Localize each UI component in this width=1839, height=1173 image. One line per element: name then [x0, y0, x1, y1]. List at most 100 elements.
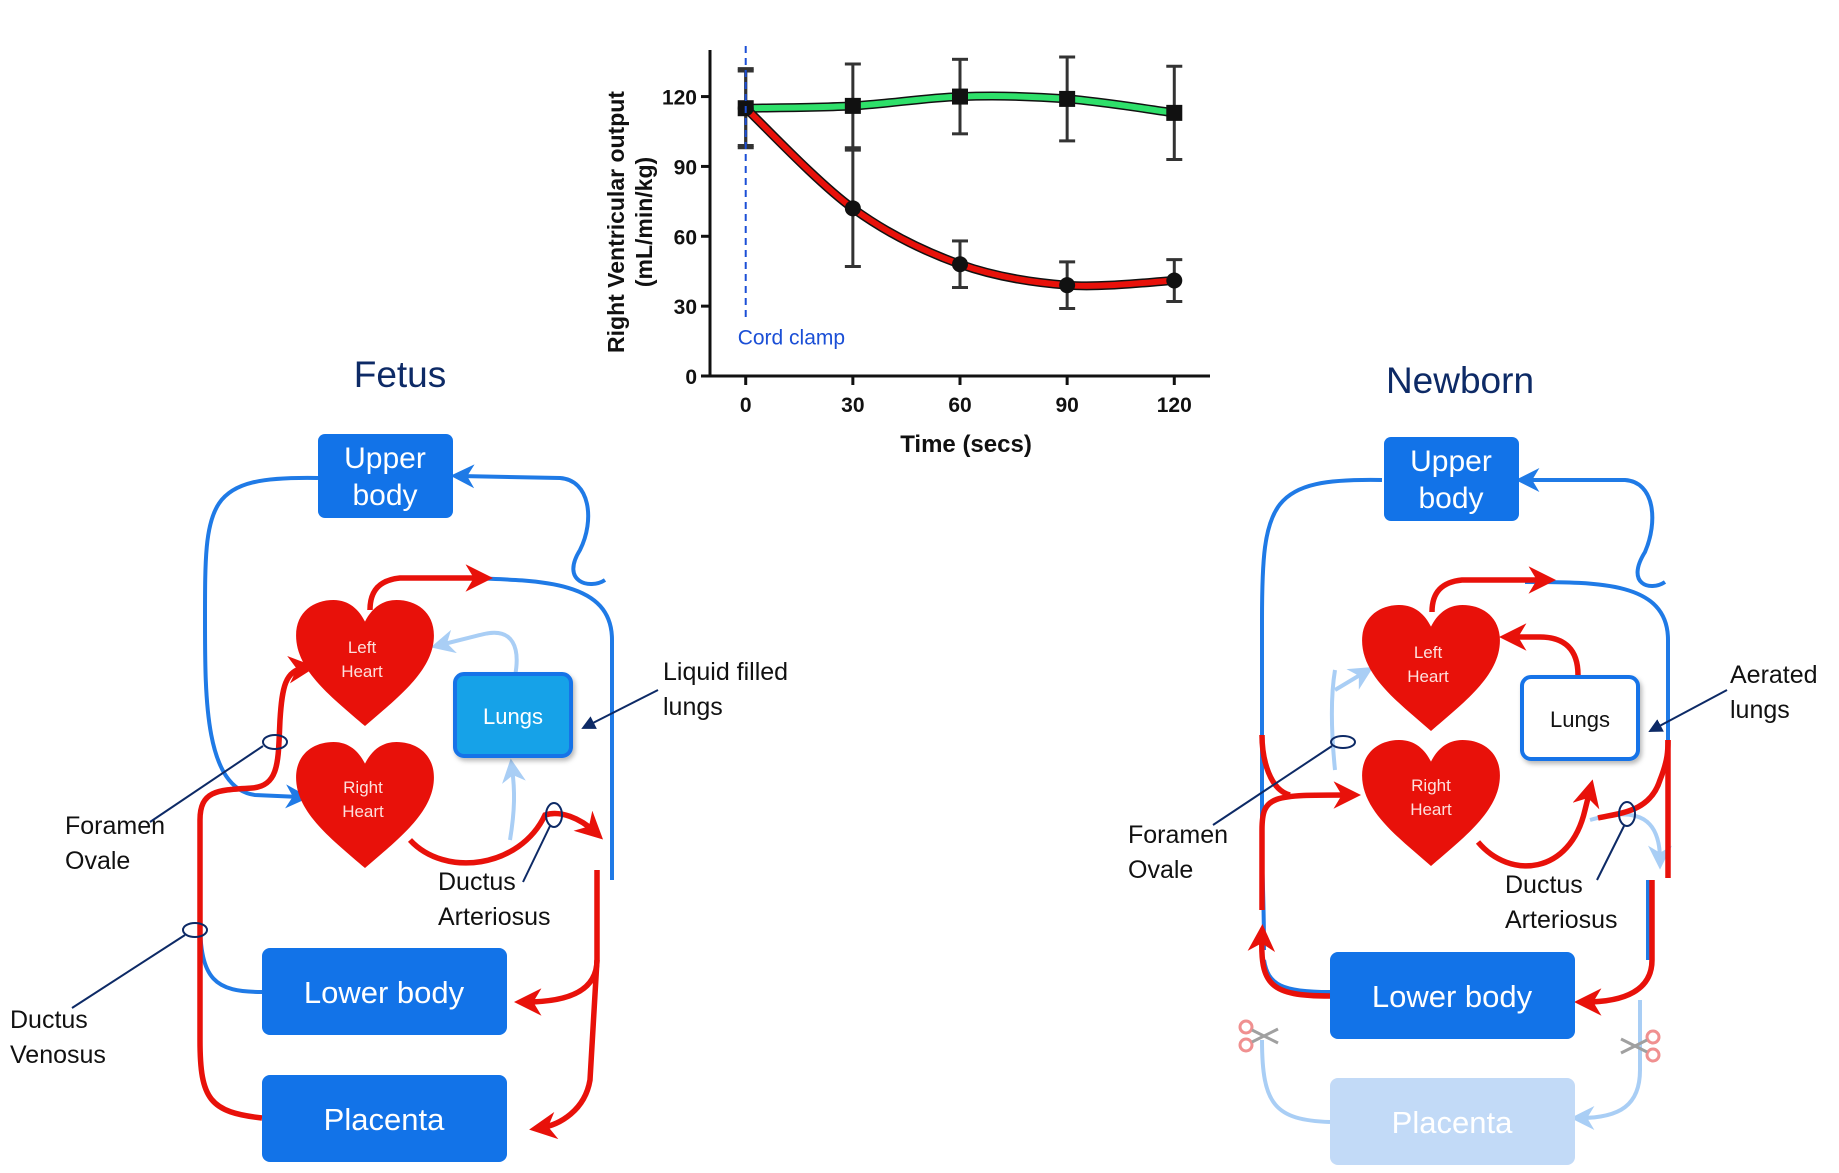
svg-text:Lower body: Lower body [1372, 979, 1533, 1014]
newborn-descending-red-path [1574, 880, 1655, 1016]
svg-text:Placenta: Placenta [324, 1102, 445, 1137]
fetus-ductus-arteriosus-marker [545, 802, 563, 828]
data-point [844, 97, 861, 114]
chart-axes: 0 30 60 90 120 0 30 60 90 120 [662, 50, 1210, 417]
newborn-upper-body-box: Upper body [1384, 437, 1519, 521]
fetus-ductus-arteriosus-label: Ductus [438, 868, 516, 896]
svg-text:body: body [1418, 482, 1483, 515]
fetus-foramen-ovale-marker [262, 734, 288, 750]
fetus-placenta-return-path [197, 655, 316, 1121]
y-tick-label: 120 [662, 87, 697, 110]
newborn-upper-return-path [1260, 477, 1383, 951]
fetus-right-heart: Right Heart [296, 742, 434, 869]
y-tick-label: 90 [674, 156, 697, 179]
x-tick-label: 60 [948, 394, 971, 417]
newborn-foramen-ovale-label: Foramen [1128, 821, 1228, 849]
fetus-lower-return-path [198, 919, 263, 994]
fetus-lung-paths [430, 629, 526, 841]
newborn-placenta-box: Placenta [1330, 1078, 1575, 1165]
newborn-oxygenated-paths [1247, 566, 1671, 1016]
fetus-left-heart: Left Heart [296, 600, 434, 727]
x-tick-label: 120 [1157, 394, 1192, 417]
fetus-labels: Liquid filled lungs Foramen Ovale Ductus… [10, 658, 788, 1069]
newborn-diagram: Newborn [1128, 360, 1818, 1165]
data-point [952, 88, 968, 105]
fetus-lower-body-box: Lower body [262, 948, 507, 1035]
fetus-ductus-arteriosus-path [407, 810, 604, 866]
fetus-lungs-label: Liquid filled [663, 658, 788, 686]
newborn-foramen-faded [1333, 667, 1374, 692]
svg-text:Ovale: Ovale [1128, 856, 1193, 884]
chart-xlabel: Time (secs) [900, 431, 1032, 458]
newborn-pulmonary-artery-path [1475, 779, 1600, 869]
svg-text:Arteriosus: Arteriosus [438, 903, 551, 931]
data-point [952, 256, 968, 273]
chart-ylabel-units: (mL/min/kg) [631, 157, 657, 287]
y-tick-label: 30 [674, 296, 697, 319]
svg-text:Venosus: Venosus [10, 1041, 106, 1069]
svg-text:Left: Left [348, 638, 377, 657]
x-tick-label: 90 [1055, 394, 1078, 417]
fetus-oxygenated-paths [197, 564, 604, 1140]
newborn-lower-body-box: Lower body [1330, 952, 1575, 1039]
newborn-aorta-upper-path [1515, 468, 1667, 588]
newborn-lung-to-left-faded [1329, 669, 1337, 771]
newborn-lungs-box: Lungs [1520, 675, 1640, 761]
fetus-aorta-upper-path [450, 464, 607, 586]
svg-text:Heart: Heart [342, 802, 384, 821]
svg-text:Heart: Heart [1410, 800, 1452, 819]
svg-text:Left: Left [1414, 643, 1443, 662]
svg-text:Heart: Heart [1407, 667, 1449, 686]
data-point [1059, 90, 1076, 107]
newborn-lower-vena-path [1247, 924, 1331, 999]
fetus-placenta-box: Placenta [262, 1075, 507, 1162]
svg-text:Lungs: Lungs [1550, 707, 1610, 732]
svg-text:body: body [352, 479, 417, 512]
svg-text:lungs: lungs [1730, 696, 1790, 724]
data-point [844, 200, 861, 217]
newborn-scissors-icon-right [1620, 1029, 1661, 1063]
newborn-pulmonary-return-path [1499, 623, 1581, 676]
newborn-umbilical-vein-faded [1260, 1039, 1331, 1124]
newborn-leader-lines [1212, 689, 1728, 881]
svg-text:Upper: Upper [344, 442, 426, 475]
newborn-foramen-ovale-marker [1330, 735, 1356, 749]
svg-text:Heart: Heart [341, 662, 383, 681]
newborn-title: Newborn [1386, 360, 1534, 401]
fetus-leader-lines [71, 689, 659, 1009]
fetus-upper-body-box: Upper body [318, 434, 453, 518]
newborn-sys-return-path [1259, 781, 1361, 910]
newborn-ductus-arteriosus-marker [1618, 801, 1636, 827]
x-tick-label: 0 [740, 394, 752, 417]
svg-text:Right: Right [343, 778, 383, 797]
data-point [1059, 277, 1076, 294]
fetus-lung-return-path [430, 629, 519, 677]
chart-ylabel: Right Ventricular output [603, 91, 629, 353]
cord-clamp-label: Cord clamp [738, 327, 845, 350]
svg-text:Ovale: Ovale [65, 847, 130, 875]
fetus-aortic-arch-path [367, 564, 493, 611]
y-tick-label: 60 [674, 226, 697, 249]
fetus-lung-feed-path [502, 758, 526, 841]
fetus-descending-red-path [514, 870, 600, 1016]
fetus-ductus-venosus-label: Ductus [10, 1006, 88, 1034]
y-tick-label: 0 [685, 366, 697, 389]
svg-text:Lower body: Lower body [304, 975, 465, 1010]
fetus-umbilical-artery-path [529, 959, 600, 1140]
newborn-lungs-label: Aerated [1730, 661, 1818, 689]
newborn-ductus-arteriosus-label: Ductus [1505, 871, 1583, 899]
newborn-left-heart: Left Heart [1362, 605, 1500, 732]
x-tick-label: 30 [841, 394, 864, 417]
svg-text:Placenta: Placenta [1392, 1105, 1513, 1140]
svg-text:Arteriosus: Arteriosus [1505, 906, 1618, 934]
fetus-foramen-ovale-label: Foramen [65, 812, 165, 840]
svg-text:lungs: lungs [663, 693, 723, 721]
newborn-labels: Aerated lungs Foramen Ovale Ductus Arter… [1128, 661, 1818, 934]
newborn-ductus-faded [1589, 812, 1672, 870]
data-point [1166, 104, 1183, 121]
newborn-sys-return-upper [1259, 734, 1291, 798]
fetus-diagram: Fetus Upper body Lungs [10, 354, 788, 1162]
svg-text:Upper: Upper [1410, 445, 1492, 478]
svg-text:Right: Right [1411, 776, 1451, 795]
